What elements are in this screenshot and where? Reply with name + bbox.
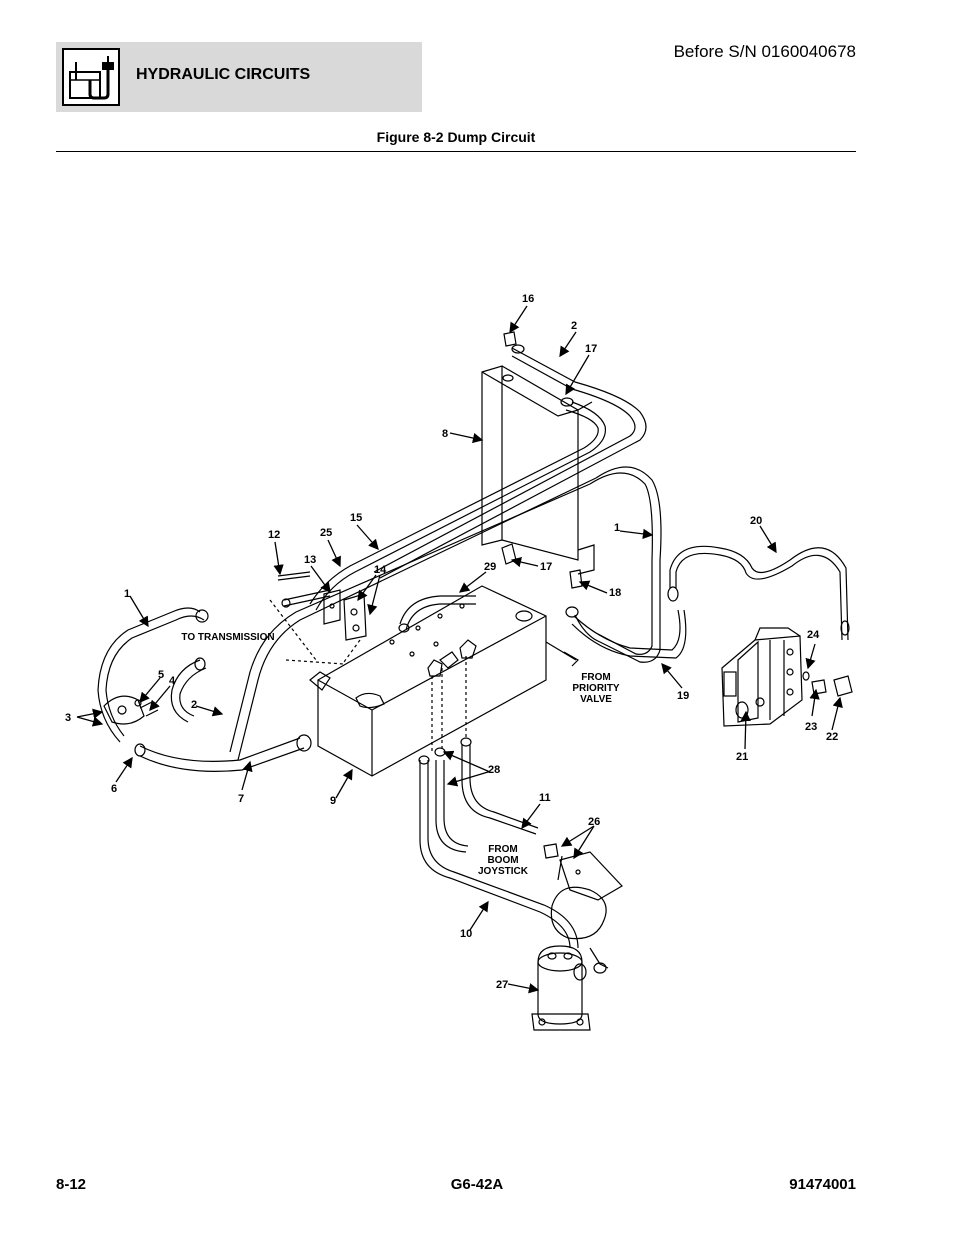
callout-25: 25 <box>320 527 332 539</box>
callout-8: 8 <box>442 428 448 440</box>
oil-cooler <box>481 365 595 575</box>
callout-3: 3 <box>65 712 71 724</box>
section-header: HYDRAULIC CIRCUITS <box>56 42 422 112</box>
callout-23: 23 <box>805 721 817 733</box>
callout-labels: 16 2 17 8 15 25 12 13 14 1 20 17 18 29 1… <box>65 293 838 991</box>
callout-11: 11 <box>539 792 551 804</box>
diagram-notes: TO TRANSMISSION FROM PRIORITY VALVE FROM… <box>181 632 620 877</box>
callout-22: 22 <box>826 731 838 743</box>
hoses-10-28 <box>418 656 609 974</box>
valve-27 <box>531 945 591 1031</box>
callout-5: 5 <box>158 669 164 681</box>
footer-page-number: 8-12 <box>56 1176 87 1193</box>
callout-9: 9 <box>330 795 336 807</box>
hydraulic-reservoir-icon <box>62 48 120 106</box>
note-from-boom-line1: FROM <box>488 844 517 855</box>
tube-long-return <box>229 466 662 761</box>
clamp-hardware <box>134 571 367 717</box>
callout-12: 12 <box>268 529 280 541</box>
callout-1-left: 1 <box>124 588 130 600</box>
callout-2-left: 2 <box>191 699 197 711</box>
callout-28: 28 <box>488 764 500 776</box>
callout-4: 4 <box>169 675 176 687</box>
callout-1-right: 1 <box>614 522 620 534</box>
callout-13: 13 <box>304 554 316 566</box>
header-rule <box>56 151 856 152</box>
note-from-priority-line3: VALVE <box>580 694 612 705</box>
callout-20: 20 <box>750 515 762 527</box>
serial-number-note: Before S/N 0160040678 <box>673 42 856 61</box>
callout-16: 16 <box>522 293 534 305</box>
callout-29: 29 <box>484 561 496 573</box>
callout-14: 14 <box>374 564 387 576</box>
footer-model: G6-42A <box>450 1176 504 1193</box>
note-from-priority-line2: PRIORITY <box>572 683 620 694</box>
callout-7: 7 <box>238 793 244 805</box>
callout-17-top: 17 <box>585 343 597 355</box>
footer-doc-number: 91474001 <box>789 1176 856 1193</box>
section-title: HYDRAULIC CIRCUITS <box>136 66 311 83</box>
callout-21: 21 <box>736 751 748 763</box>
callout-24: 24 <box>807 629 820 641</box>
callout-19: 19 <box>677 690 689 702</box>
callout-26: 26 <box>588 816 600 828</box>
note-to-transmission: TO TRANSMISSION <box>181 632 274 643</box>
hydraulic-tank <box>317 585 579 777</box>
note-from-boom-line3: JOYSTICK <box>478 866 529 877</box>
leader-arrows <box>76 305 843 994</box>
callout-18: 18 <box>609 587 621 599</box>
hoses-left <box>97 607 312 772</box>
figure-title: Figure 8-2 Dump Circuit <box>376 129 536 145</box>
hose-29 <box>398 595 476 633</box>
note-from-priority-line1: FROM <box>581 672 610 683</box>
fittings-22-24 <box>802 671 853 697</box>
joystick-bracket <box>543 843 623 940</box>
hose-19-20 <box>565 545 850 659</box>
note-from-boom-line2: BOOM <box>487 855 518 866</box>
tube-upper <box>309 331 647 611</box>
callout-2-top: 2 <box>571 320 577 332</box>
callout-6: 6 <box>111 783 117 795</box>
callout-17-lower: 17 <box>540 561 552 573</box>
callout-27: 27 <box>496 979 508 991</box>
callout-15: 15 <box>350 512 362 524</box>
callout-10: 10 <box>460 928 472 940</box>
control-valve <box>721 627 803 727</box>
